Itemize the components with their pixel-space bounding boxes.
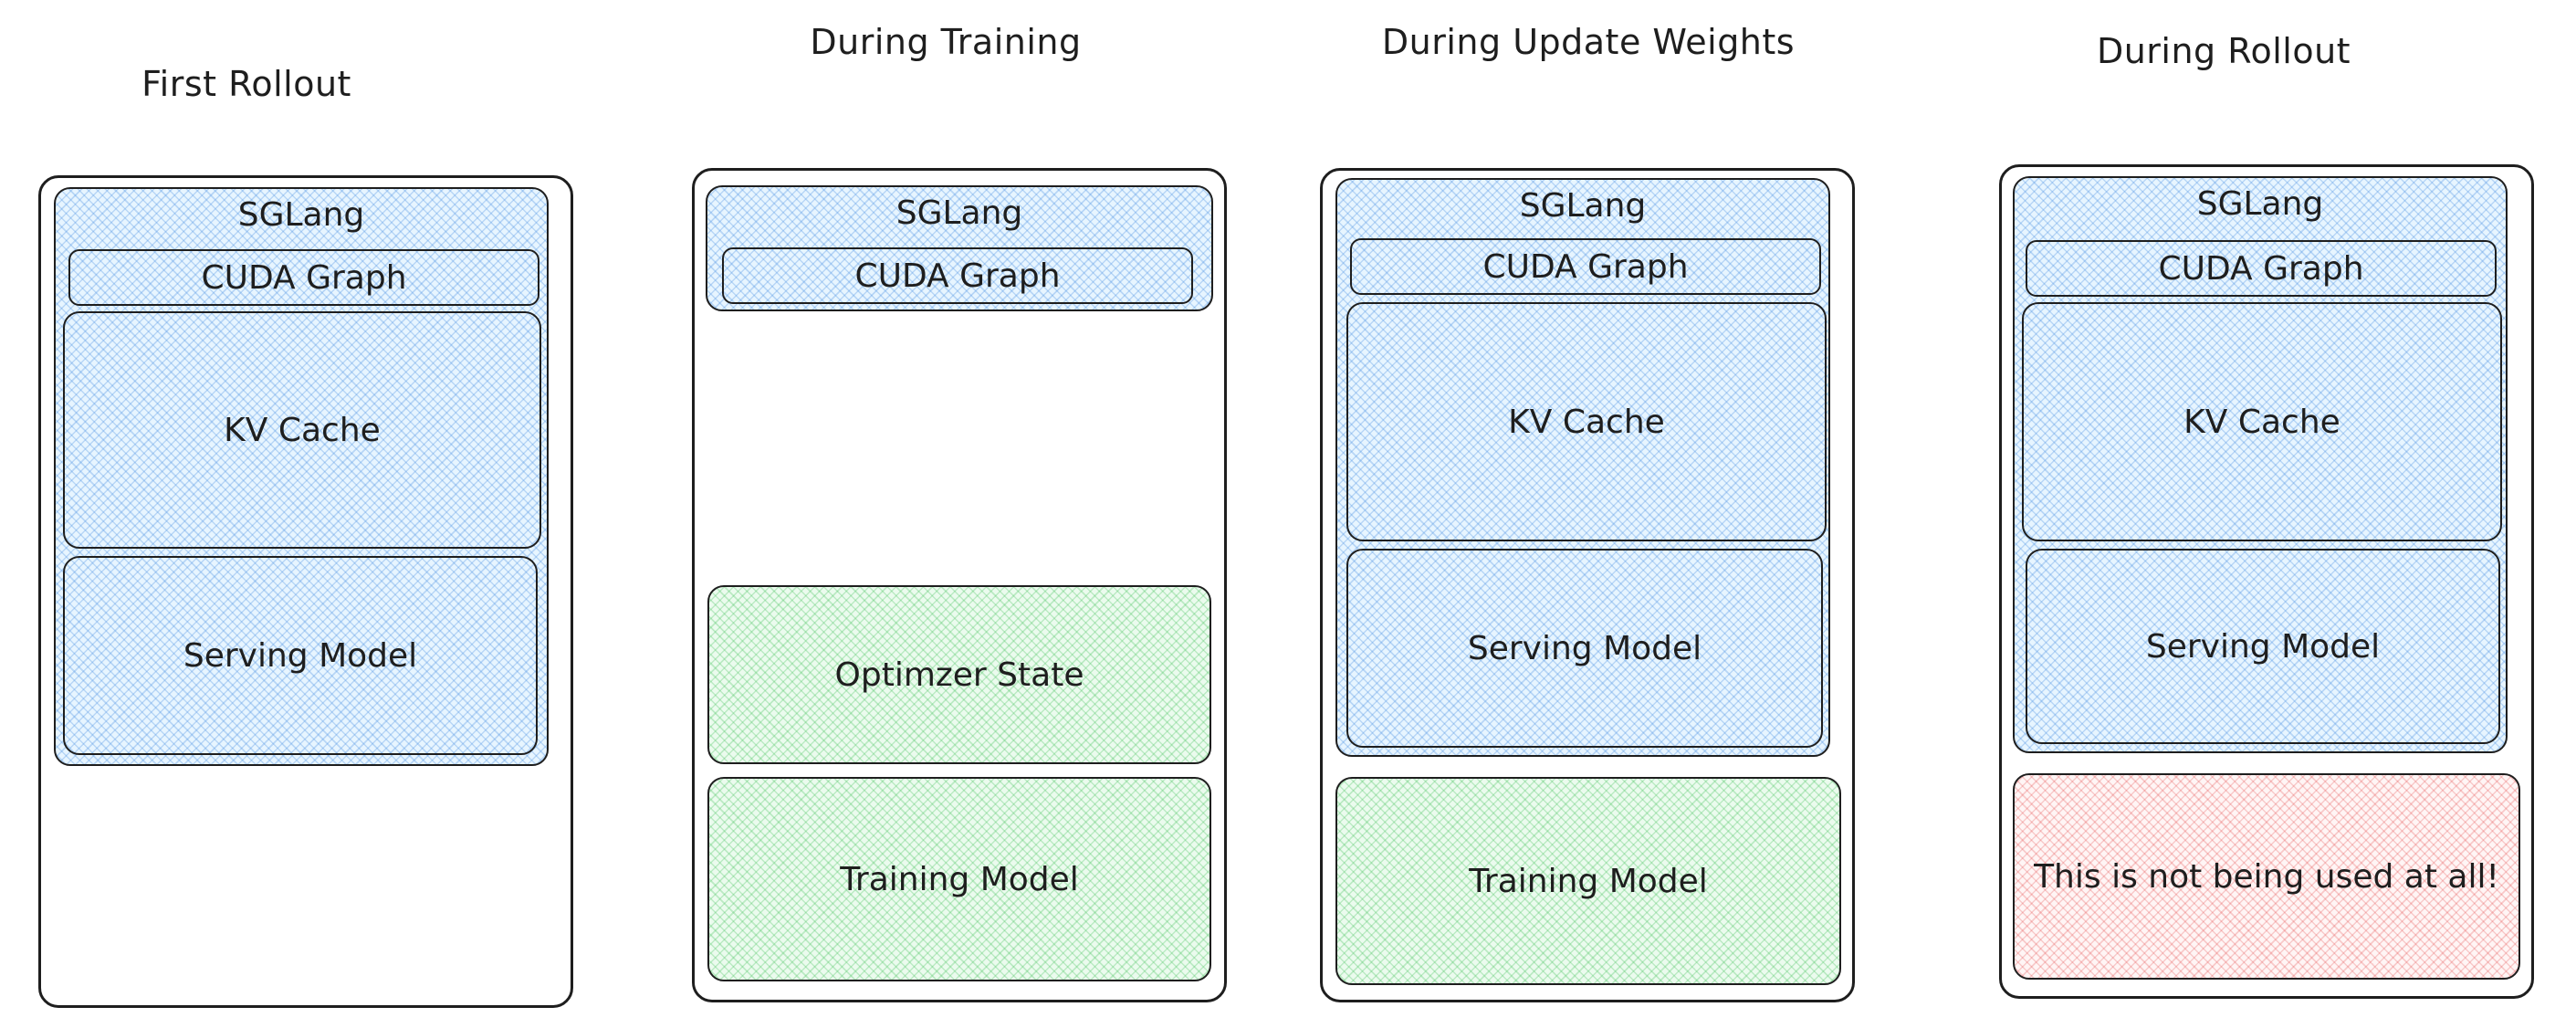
gpu-memory-during-training: SGLang CUDA Graph Optimzer State Trainin… (692, 168, 1227, 1002)
sglang-label: SGLang (2196, 185, 2324, 223)
sglang-label: SGLang (1519, 187, 1647, 225)
sglang-label: SGLang (237, 196, 365, 234)
kv-cache-label: KV Cache (2183, 403, 2340, 441)
optimizer-state-label: Optimzer State (834, 656, 1084, 694)
training-model-label: Training Model (840, 860, 1079, 898)
gpu-memory-during-rollout: SGLang CUDA Graph KV Cache Serving Model… (1999, 164, 2534, 999)
unused-memory-label: This is not being used at all! (2034, 857, 2499, 896)
serving-model-label: Serving Model (183, 636, 418, 675)
kv-cache-block: KV Cache (1346, 302, 1827, 541)
gpu-memory-during-update-weights: SGLang CUDA Graph KV Cache Serving Model… (1320, 168, 1855, 1002)
cuda-graph-label: CUDA Graph (201, 258, 407, 297)
kv-cache-block: KV Cache (63, 311, 541, 549)
kv-cache-label: KV Cache (1508, 403, 1665, 441)
kv-cache-block: KV Cache (2022, 302, 2502, 541)
training-model-label: Training Model (1469, 862, 1708, 900)
unused-memory-block: This is not being used at all! (2013, 773, 2520, 980)
cuda-graph-block: CUDA Graph (68, 249, 539, 306)
column-title-during-training: During Training (810, 22, 1082, 62)
gpu-memory-first-rollout: SGLang CUDA Graph KV Cache Serving Model (38, 175, 573, 1008)
column-title-first-rollout: First Rollout (141, 64, 351, 104)
serving-model-label: Serving Model (2145, 627, 2381, 666)
serving-model-block: Serving Model (1346, 549, 1823, 748)
serving-model-block: Serving Model (63, 556, 538, 755)
sglang-label: SGLang (895, 194, 1023, 232)
column-title-during-rollout: During Rollout (2096, 31, 2351, 71)
cuda-graph-label: CUDA Graph (854, 257, 1061, 295)
cuda-graph-label: CUDA Graph (2158, 249, 2364, 288)
training-model-block: Training Model (1335, 777, 1841, 985)
cuda-graph-block: CUDA Graph (1350, 238, 1821, 295)
serving-model-block: Serving Model (2026, 549, 2500, 744)
optimizer-state-block: Optimzer State (707, 585, 1211, 764)
kv-cache-label: KV Cache (224, 411, 381, 449)
serving-model-label: Serving Model (1467, 629, 1702, 667)
cuda-graph-block: CUDA Graph (2026, 240, 2497, 297)
column-title-during-update-weights: During Update Weights (1381, 22, 1796, 62)
cuda-graph-block: CUDA Graph (722, 247, 1193, 304)
cuda-graph-label: CUDA Graph (1482, 247, 1689, 286)
training-model-block: Training Model (707, 777, 1211, 981)
